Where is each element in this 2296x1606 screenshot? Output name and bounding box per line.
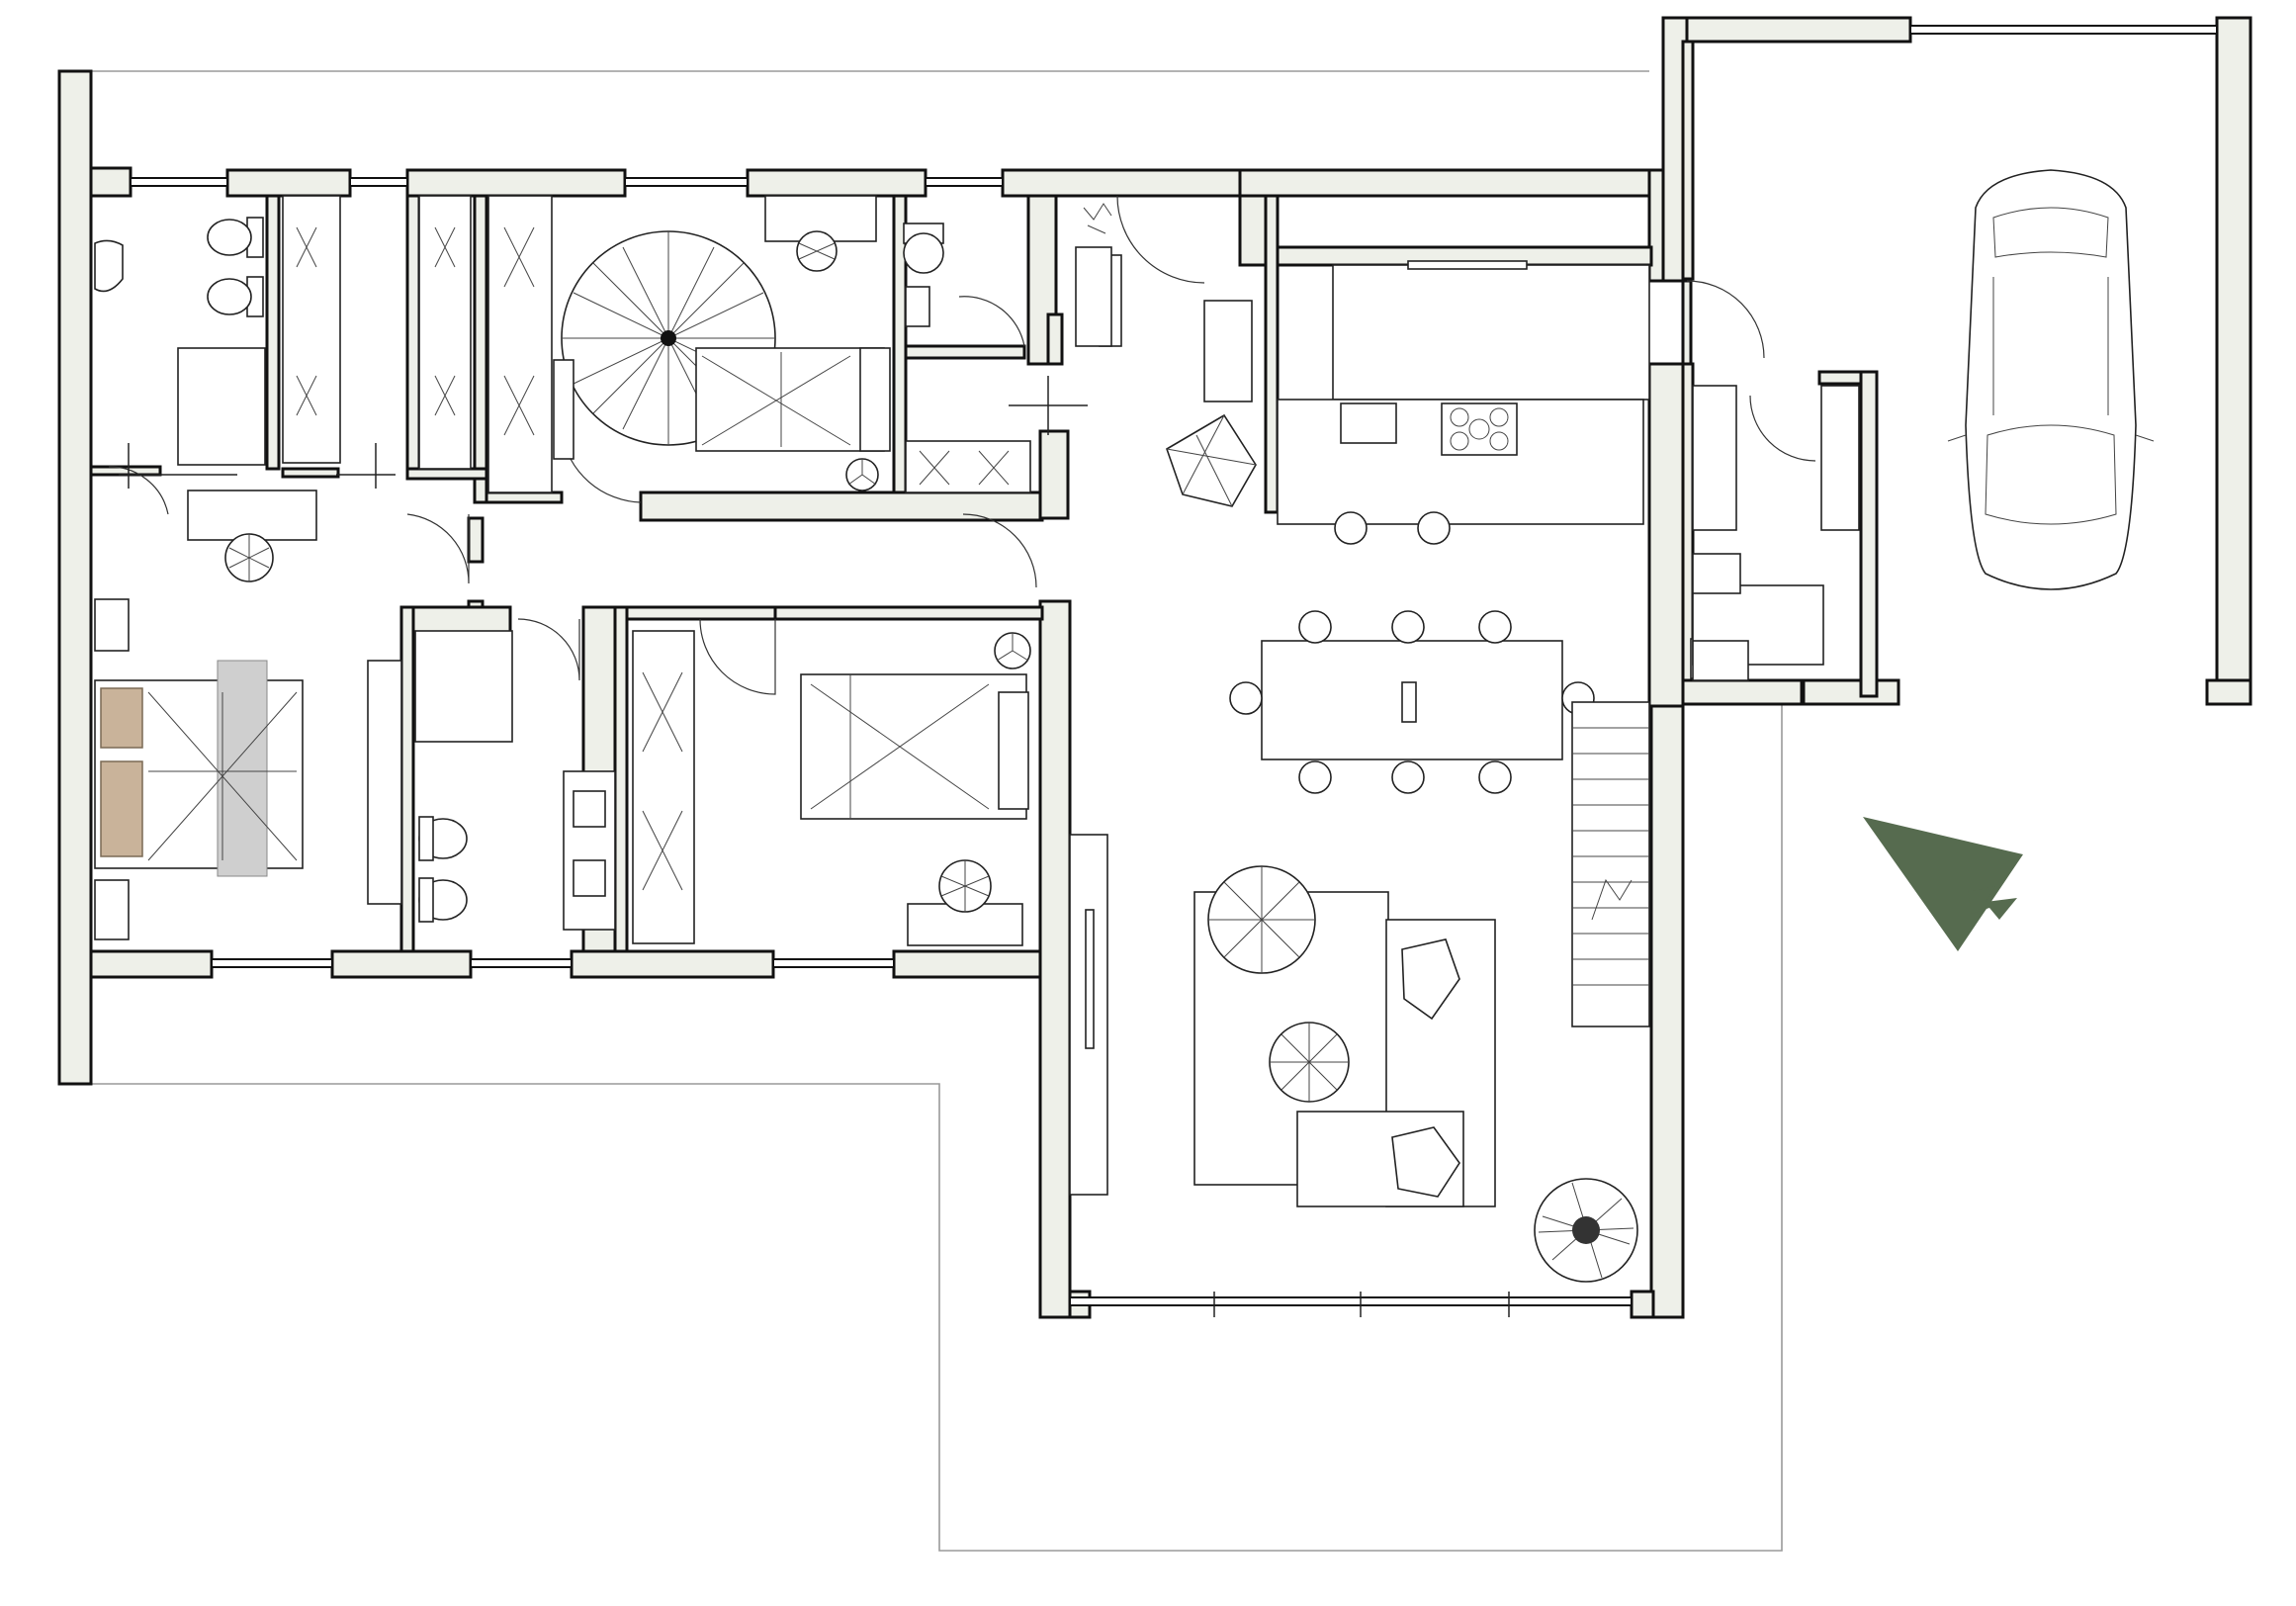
garage-walls	[1661, 16, 2252, 706]
bedroom-bottom	[800, 632, 1031, 946]
plant-icon	[1166, 413, 1257, 507]
bed-icon	[695, 347, 891, 452]
rug-round	[1207, 865, 1316, 974]
plant-icon	[1534, 1178, 1638, 1283]
toilet-icon	[207, 217, 264, 258]
toilet-icon	[418, 816, 468, 861]
stairs	[1571, 701, 1650, 1027]
toilet-icon	[207, 276, 264, 317]
wardrobes	[282, 195, 1860, 944]
plant-icon	[796, 230, 838, 272]
kitchen	[1075, 203, 1650, 545]
plant-icon	[938, 859, 992, 913]
bedroom-top	[553, 195, 891, 491]
master-bedroom	[94, 490, 402, 940]
toilet-icon	[903, 223, 944, 274]
car-icon	[1947, 169, 2155, 590]
doors	[108, 195, 1816, 695]
plant-icon	[224, 533, 274, 582]
dining-area	[1229, 610, 1595, 794]
bed-icon	[100, 660, 298, 877]
living-area	[1069, 834, 1638, 1283]
laundry-area	[1692, 553, 1824, 681]
rug-round	[1269, 1022, 1350, 1103]
north-arrow-icon	[1863, 817, 2023, 951]
windows	[130, 25, 2218, 1317]
bed-icon	[800, 673, 1029, 820]
site-outline	[91, 70, 1783, 1552]
stove-icon	[1441, 402, 1518, 456]
toilet-icon	[418, 877, 468, 923]
